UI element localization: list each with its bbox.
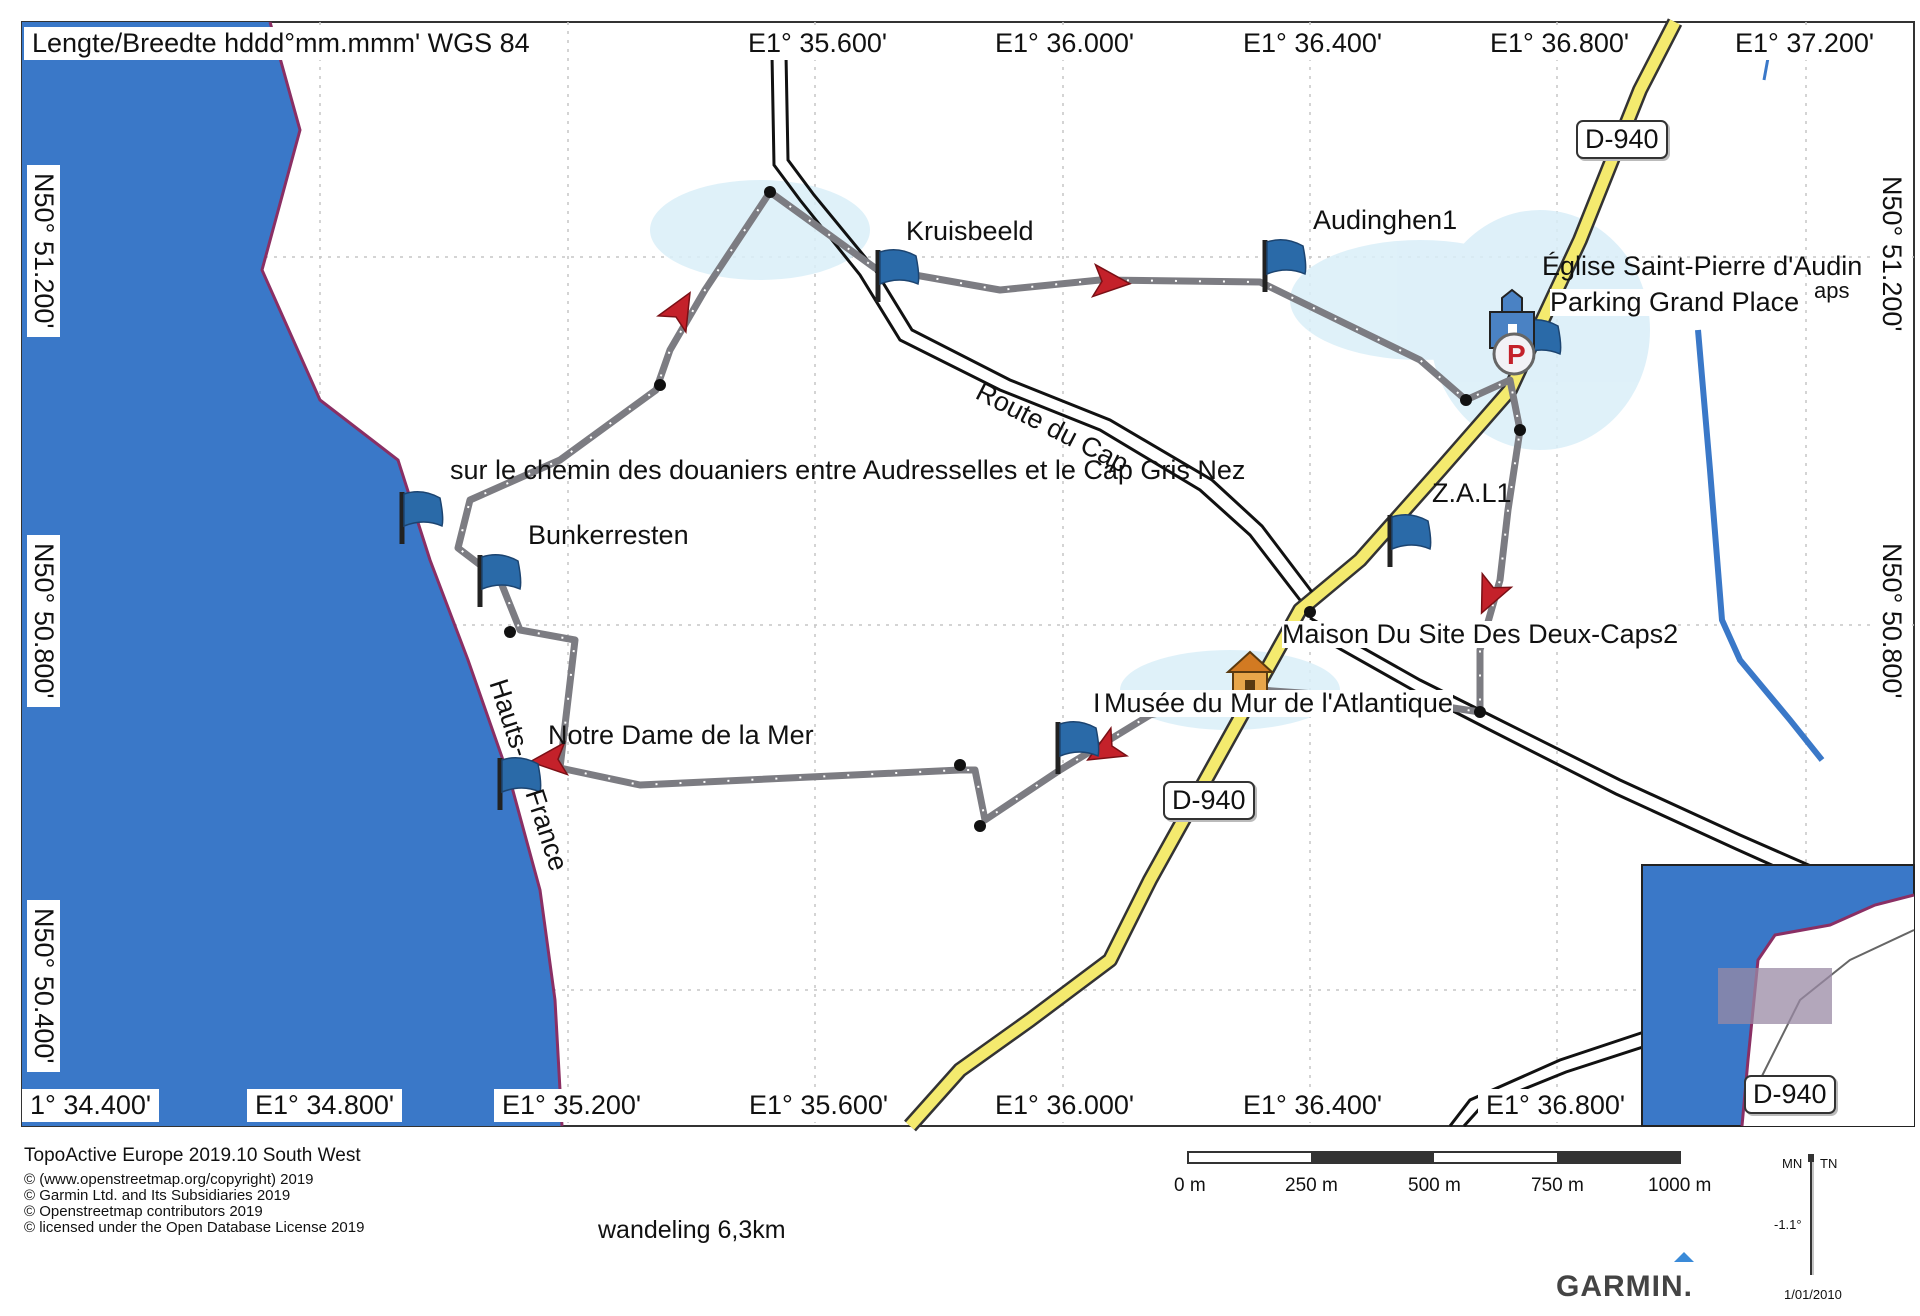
waypoint-label-musee[interactable]: Musée du Mur de l'Atlantique — [1104, 688, 1453, 718]
road-d940 — [904, 18, 1683, 1132]
lon-label-bottom-3: E1° 35.200' — [494, 1089, 650, 1122]
scale-label-0: 0 m — [1174, 1175, 1206, 1196]
lon-label-top-4: E1° 36.800' — [1482, 27, 1638, 60]
lon-label-top-5: E1° 37.200' — [1727, 27, 1883, 60]
garmin-logo-icon — [1674, 1252, 1694, 1262]
waypoint-label-kruisbeeld[interactable]: Kruisbeeld — [906, 216, 1034, 246]
north-date-label: 1/01/2010 — [1784, 1287, 1842, 1302]
route-caption: wandeling 6,3km — [598, 1216, 786, 1244]
stream-east-2 — [1762, 57, 1770, 81]
credit-line-4: © licensed under the Open Database Licen… — [24, 1219, 365, 1236]
waypoint-label-parking[interactable]: Parking Grand Place — [1550, 287, 1800, 317]
lat-label-left-3: N50° 50.400' — [27, 900, 60, 1072]
lon-label-top-3: E1° 36.400' — [1235, 27, 1391, 60]
north-tn-label: TN — [1820, 1156, 1838, 1171]
parking-icon[interactable]: P — [1492, 332, 1536, 376]
lon-label-bottom-5: E1° 36.000' — [987, 1089, 1143, 1122]
lon-label-top-1: E1° 35.600' — [740, 27, 896, 60]
product-name: TopoActive Europe 2019.10 South West — [24, 1145, 361, 1166]
lat-label-right-2: N50° 50.800' — [1875, 535, 1908, 707]
lat-label-left-2: N50° 50.800' — [27, 535, 60, 707]
coord-system-label: Lengte/Breedte hddd°mm.mmm' WGS 84 — [24, 27, 538, 60]
waypoint-label-chemin[interactable]: sur le chemin des douaniers entre Audres… — [450, 455, 1246, 485]
stream-east — [1695, 329, 1825, 762]
lat-label-left-1: N50° 51.200' — [27, 165, 60, 337]
lon-label-bottom-1: 1° 34.400' — [22, 1089, 160, 1122]
lon-label-bottom-6: E1° 36.400' — [1235, 1089, 1391, 1122]
waypoint-label-zal[interactable]: Z.A.L1 — [1432, 478, 1512, 508]
waypoint-label-bunker[interactable]: Bunkerresten — [528, 520, 689, 550]
north-indicator-icon — [1808, 1154, 1814, 1275]
lon-label-bottom-4: E1° 35.600' — [741, 1089, 897, 1122]
scale-label-250: 250 m — [1285, 1175, 1338, 1196]
waypoint-label-eglise[interactable]: Église Saint-Pierre d'Audin — [1542, 251, 1863, 281]
garmin-brand: GARMIN. — [1556, 1270, 1693, 1303]
scale-label-500: 500 m — [1408, 1175, 1461, 1196]
credit-line-3: © Openstreetmap contributors 2019 — [24, 1203, 263, 1220]
svg-text:P: P — [1507, 339, 1526, 370]
waypoint-label-eglise-tail: aps — [1814, 278, 1850, 303]
track-vertices — [504, 186, 1526, 832]
inset-road-shield: D-940 — [1744, 1075, 1836, 1114]
coastline — [260, 21, 564, 1127]
waypoint-label-audinghen[interactable]: Audinghen1 — [1313, 205, 1458, 235]
credit-line-1: © (www.openstreetmap.org/copyright) 2019 — [24, 1171, 314, 1188]
waypoint-label-notre-dame[interactable]: Notre Dame de la Mer — [548, 720, 814, 750]
lon-label-bottom-2: E1° 34.800' — [247, 1089, 403, 1122]
waypoint-label-musee-prefix: I — [1093, 688, 1101, 718]
sea — [22, 22, 562, 1126]
declination-label: -1.1° — [1774, 1217, 1802, 1232]
scale-bar — [1187, 1151, 1681, 1164]
lon-label-top-2: E1° 36.000' — [987, 27, 1143, 60]
road-shield-d940-north: D-940 — [1576, 120, 1668, 159]
scale-label-750: 750 m — [1531, 1175, 1584, 1196]
overview-inset — [1641, 864, 1915, 1127]
waypoint-label-maison[interactable]: Maison Du Site Des Deux-Caps2 — [1282, 619, 1679, 649]
north-mn-label: MN — [1782, 1156, 1803, 1171]
scale-label-1000: 1000 m — [1648, 1175, 1712, 1196]
credit-line-2: © Garmin Ltd. and Its Subsidiaries 2019 — [24, 1187, 291, 1204]
lat-label-right-1: N50° 51.200' — [1875, 168, 1908, 340]
lon-label-bottom-7: E1° 36.800' — [1478, 1089, 1634, 1122]
road-shield-d940-south: D-940 — [1163, 781, 1255, 820]
